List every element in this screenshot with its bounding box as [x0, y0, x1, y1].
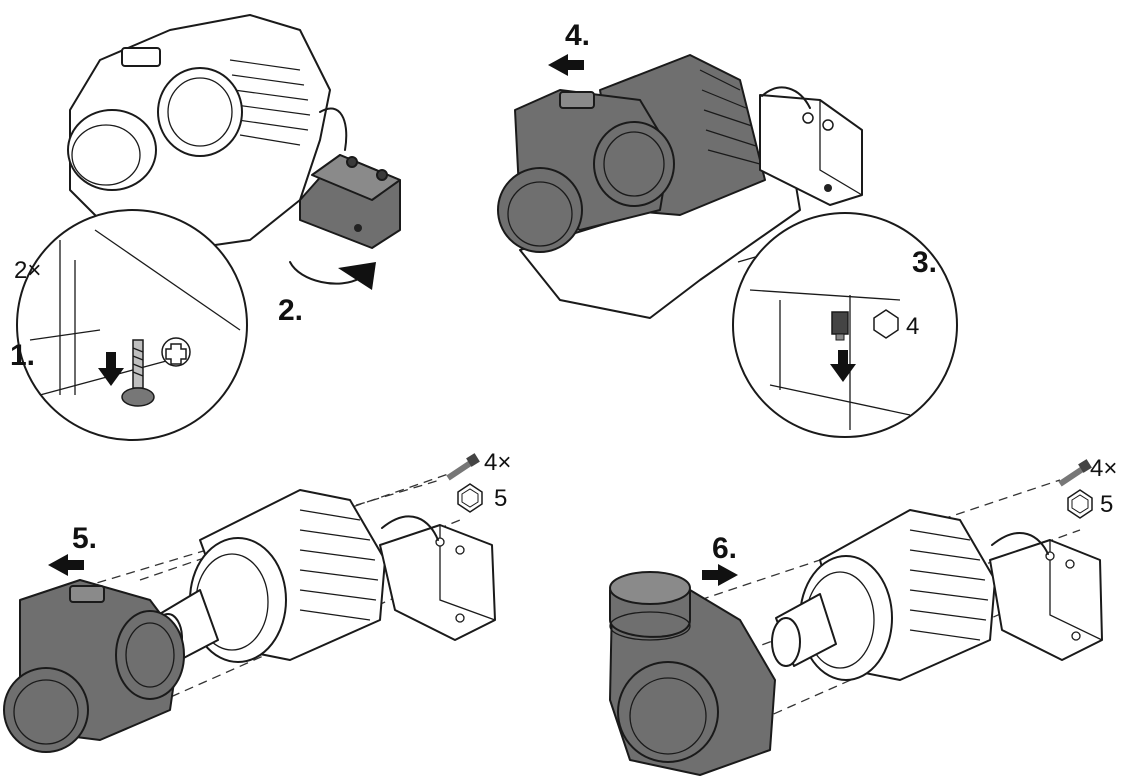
screw-icon — [1058, 459, 1092, 487]
screw-icon — [121, 339, 155, 407]
panel-steps-1-2: 2× 1. 2. — [10, 14, 401, 441]
motor-fins — [229, 59, 311, 146]
hex-size-label: 4 — [906, 313, 919, 340]
pump-head-dark — [497, 89, 675, 253]
rotate-arrow-icon — [289, 261, 376, 290]
screw-count-label: 4× — [484, 449, 511, 476]
impeller — [771, 593, 837, 667]
screw-count-label: 2× — [14, 257, 41, 284]
panel-step-6: 4× 5 6. — [609, 455, 1117, 776]
left-arrow-icon — [48, 554, 84, 576]
hex-key-icon — [873, 309, 899, 339]
right-arrow-icon — [702, 564, 738, 586]
down-arrow-icon — [830, 350, 856, 382]
screw-count-label: 4× — [1090, 455, 1117, 482]
terminal-box — [299, 154, 401, 249]
hex-key-icon — [1067, 489, 1093, 519]
down-arrow-icon — [98, 352, 124, 386]
left-arrow-icon — [548, 54, 584, 76]
hex-screw-icon — [831, 311, 849, 341]
hex-key-icon — [457, 483, 483, 513]
phillips-screwdriver-icon — [161, 337, 191, 367]
terminal-box-white — [759, 86, 863, 206]
terminal-box-white — [379, 515, 496, 641]
hex-size-label: 5 — [1100, 491, 1113, 518]
hex-size-label: 5 — [494, 485, 507, 512]
step-5-label: 5. — [72, 522, 97, 555]
motor-white — [799, 509, 996, 681]
step-6-label: 6. — [712, 532, 737, 565]
panel-step-5: 4× 5 5. — [3, 449, 511, 753]
screw-icon — [446, 453, 480, 481]
pump-assembly-white — [67, 14, 348, 251]
detail-magnifier-step3: 4 — [732, 212, 958, 438]
step-1-label: 1. — [10, 339, 35, 372]
step-3-label: 3. — [912, 246, 937, 279]
terminal-box-white — [989, 532, 1103, 661]
panel-steps-3-4: 4 3. 4. — [497, 19, 958, 438]
step-2-label: 2. — [278, 294, 303, 327]
motor-white — [189, 489, 386, 663]
pump-housing-dark — [609, 571, 776, 776]
detail-magnifier-step1 — [16, 209, 248, 441]
pump-head-dark — [3, 579, 185, 753]
step-4-label: 4. — [565, 19, 590, 52]
